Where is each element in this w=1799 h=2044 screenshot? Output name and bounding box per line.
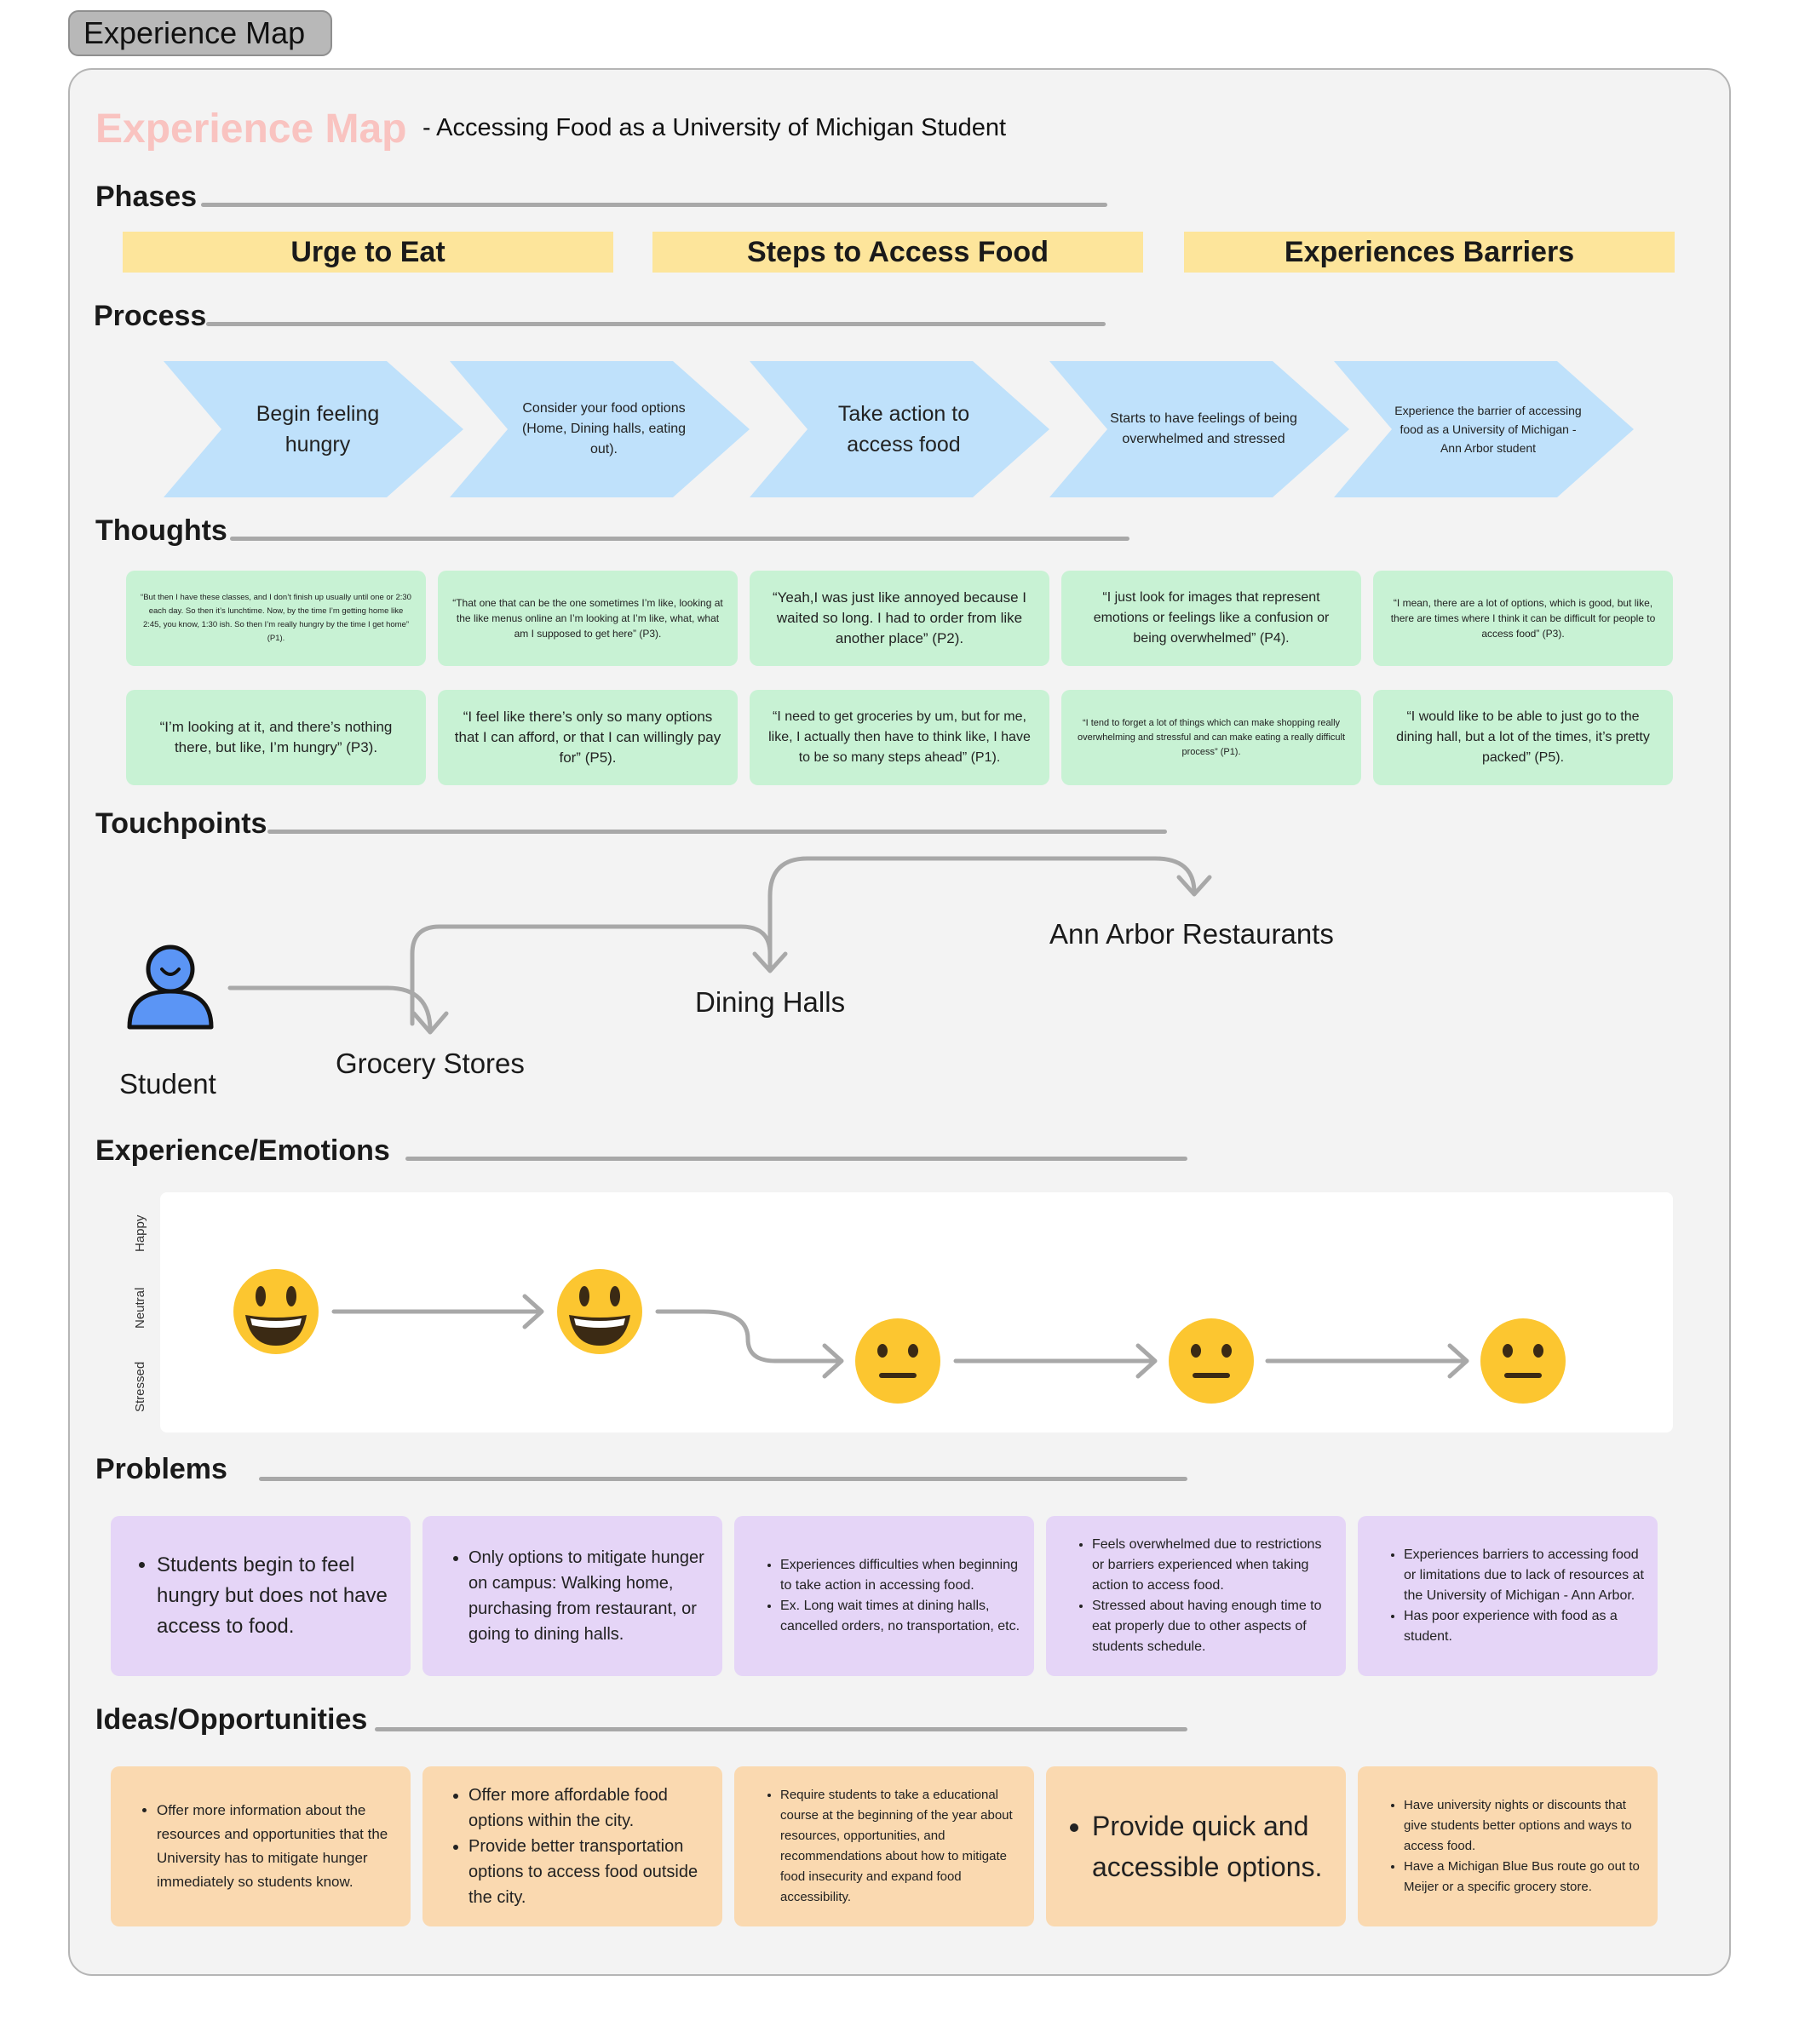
process-step-label: Take action to access food (837, 402, 970, 456)
touchpoint-student: Student (119, 1068, 216, 1100)
idea-card: Offer more information about the resourc… (111, 1766, 411, 1926)
idea-item: Provide better transportation options to… (468, 1834, 709, 1910)
connector-dining-to-restaurants (767, 856, 1197, 968)
arrow-icon (1176, 875, 1212, 897)
problem-item: Experiences difficulties when beginning … (780, 1555, 1020, 1596)
thought-card: “I just look for images that represent e… (1061, 571, 1361, 666)
touchpoint-grocery-stores: Grocery Stores (336, 1048, 525, 1079)
process-step-3: Take action to access food (750, 361, 1049, 497)
idea-item: Have university nights or discounts that… (1404, 1795, 1644, 1857)
section-divider (201, 203, 1107, 207)
problem-card: Only options to mitigate hunger on campu… (422, 1516, 722, 1676)
grinning-face-icon (233, 1269, 319, 1354)
emotion-axis-stressed: Stressed (133, 1361, 147, 1412)
thought-card: “Yeah,I was just like annoyed because I … (750, 571, 1049, 666)
problem-item: Only options to mitigate hunger on campu… (468, 1545, 709, 1647)
phase-steps-to-access-food: Steps to Access Food (652, 232, 1143, 273)
thought-card: “That one that can be the one sometimes … (438, 571, 738, 666)
section-title-ideas: Ideas/Opportunities (95, 1703, 368, 1736)
problem-card: Feels overwhelmed due to restrictions or… (1046, 1516, 1346, 1676)
section-divider (405, 1157, 1187, 1161)
thought-card: “I would like to be able to just go to t… (1373, 690, 1673, 785)
idea-item: Provide quick and accessible options. (1092, 1806, 1332, 1887)
chevron-shape (1334, 361, 1634, 497)
connector-student-to-grocery (227, 985, 433, 1033)
idea-item: Offer more information about the resourc… (157, 1799, 397, 1894)
process-step-4: Starts to have feelings of being overwhe… (1049, 361, 1349, 497)
problem-card: Experiences difficulties when beginning … (734, 1516, 1034, 1676)
problem-item: Experiences barriers to accessing food o… (1404, 1545, 1644, 1606)
touchpoint-ann-arbor-restaurants: Ann Arbor Restaurants (1049, 918, 1334, 950)
section-title-phases: Phases (95, 181, 198, 213)
arrow-icon (752, 951, 788, 973)
thought-card: “I mean, there are a lot of options, whi… (1373, 571, 1673, 666)
neutral-face-icon (1169, 1318, 1254, 1404)
thought-card: “I feel like there’s only so many option… (438, 690, 738, 785)
problem-card: Students begin to feel hungry but does n… (111, 1516, 411, 1676)
process-step-5: Experience the barrier of accessing food… (1334, 361, 1634, 497)
arrow-icon (411, 1011, 449, 1035)
page-subtitle: - Accessing Food as a University of Mich… (422, 114, 1007, 141)
process-step-2: Consider your food options (Home, Dining… (450, 361, 750, 497)
idea-item: Require students to take a educational c… (780, 1785, 1020, 1908)
process-step-1: Begin feeling hungry (164, 361, 463, 497)
process-step-label: Begin feeling hungry (256, 402, 380, 456)
idea-card: Offer more affordable food options withi… (422, 1766, 722, 1926)
problem-item: Has poor experience with food as a stude… (1404, 1606, 1644, 1647)
emotion-axis-happy: Happy (133, 1214, 147, 1252)
thought-card: “I need to get groceries by um, but for … (750, 690, 1049, 785)
idea-card: Have university nights or discounts that… (1358, 1766, 1658, 1926)
chevron-shape (1049, 361, 1349, 497)
emotion-journey (233, 1269, 1566, 1404)
problem-card: Experiences barriers to accessing food o… (1358, 1516, 1658, 1676)
idea-card: Provide quick and accessible options. (1046, 1766, 1346, 1926)
problem-item: Ex. Long wait times at dining halls, can… (780, 1596, 1020, 1637)
thought-card: “But then I have these classes, and I do… (126, 571, 426, 666)
neutral-face-icon (855, 1318, 940, 1404)
thought-card: “I tend to forget a lot of things which … (1061, 690, 1361, 785)
idea-card: Require students to take a educational c… (734, 1766, 1034, 1926)
section-title-problems: Problems (95, 1453, 227, 1485)
phase-experiences-barriers: Experiences Barriers (1184, 232, 1675, 273)
emotion-arrow (655, 1309, 842, 1364)
section-divider (259, 1477, 1187, 1481)
section-title-emotions: Experience/Emotions (95, 1134, 390, 1167)
section-divider (267, 830, 1167, 834)
touchpoint-dining-halls: Dining Halls (695, 986, 846, 1018)
section-title-thoughts: Thoughts (95, 514, 227, 547)
chevron-shape (164, 361, 463, 497)
phase-urge-to-eat: Urge to Eat (123, 232, 613, 273)
neutral-face-icon (1480, 1318, 1566, 1404)
process-step-label: Experience the barrier of accessing food… (1394, 404, 1582, 455)
chevron-shape (750, 361, 1049, 497)
grinning-face-icon (557, 1269, 642, 1354)
problem-item: Students begin to feel hungry but does n… (157, 1550, 397, 1642)
person-icon (127, 944, 214, 1030)
process-step-label: Consider your food options (Home, Dining… (521, 401, 687, 456)
section-divider (375, 1727, 1187, 1731)
idea-item: Have a Michigan Blue Bus route go out to… (1404, 1857, 1644, 1898)
problem-item: Feels overwhelmed due to restrictions or… (1092, 1535, 1332, 1596)
section-title-process: Process (94, 300, 207, 332)
page-title: Experience Map (95, 106, 407, 152)
problem-item: Stressed about having enough time to eat… (1092, 1596, 1332, 1657)
chevron-shape (450, 361, 750, 497)
section-divider (206, 322, 1106, 326)
emotion-axis-neutral: Neutral (133, 1287, 147, 1329)
section-divider (230, 537, 1129, 541)
idea-item: Offer more affordable food options withi… (468, 1783, 709, 1834)
touchpoint-connectors (227, 856, 1212, 1035)
section-title-touchpoints: Touchpoints (95, 807, 267, 840)
frame-tab[interactable]: Experience Map (68, 10, 332, 56)
thought-card: “I’m looking at it, and there’s nothing … (126, 690, 426, 785)
process-step-label: Starts to have feelings of being overwhe… (1110, 411, 1297, 446)
